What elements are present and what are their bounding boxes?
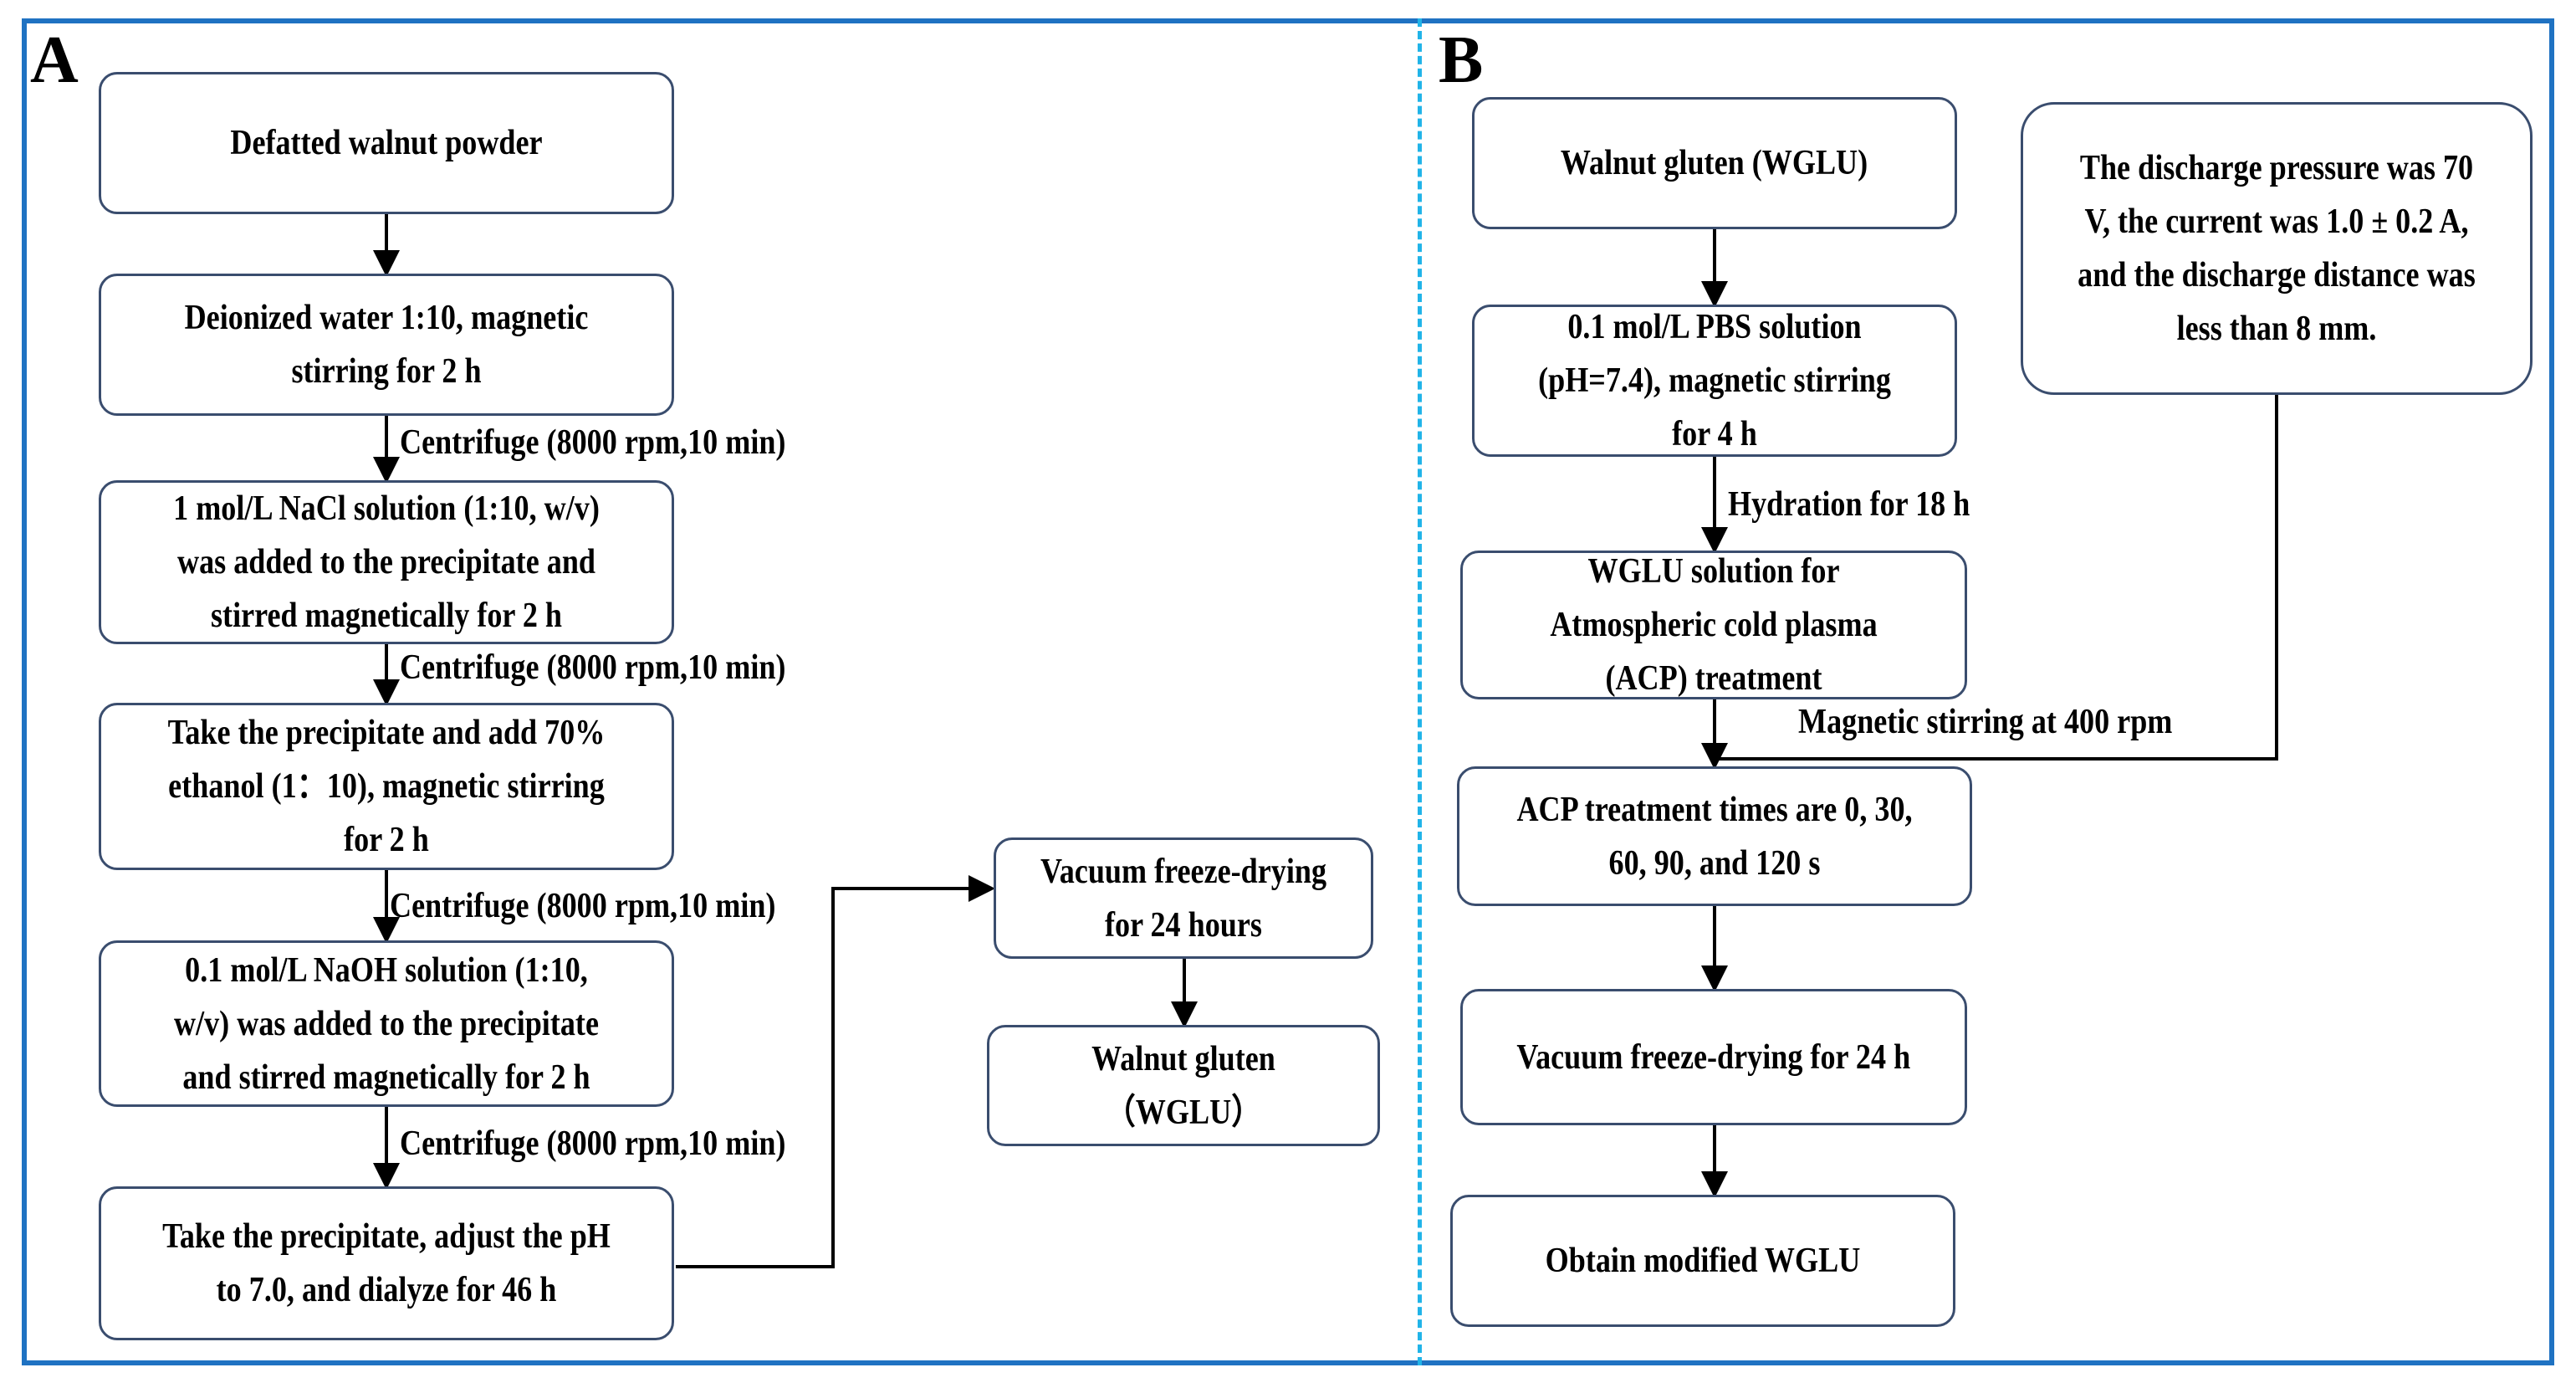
arrow-b-side (1715, 395, 2278, 761)
step-pbs-solution: 0.1 mol/L PBS solution (pH=7.4), magneti… (1472, 305, 1957, 457)
step-adjust-ph-dialyze: Take the precipitate, adjust the pH to 7… (99, 1186, 674, 1340)
step-defatted-walnut-powder: Defatted walnut powder (99, 72, 674, 214)
step-walnut-gluten-result: Walnut gluten（WGLU） (987, 1025, 1380, 1146)
step-vacuum-freeze-drying-24-hours: Vacuum freeze-drying for 24 hours (994, 837, 1373, 959)
plasma-conditions-note: The discharge pressure was 70 V, the cur… (2021, 102, 2533, 395)
panel-a-letter: A (30, 23, 79, 97)
step-naoh-solution: 0.1 mol/L NaOH solution (1:10, w/v) was … (99, 940, 674, 1107)
step-ethanol: Take the precipitate and add 70% ethanol… (99, 703, 674, 870)
step-acp-treatment-solution: WGLU solution for Atmospheric cold plasm… (1460, 551, 1967, 699)
figure-frame (22, 18, 2554, 1365)
label-magnetic-stirring: Magnetic stirring at 400 rpm (1798, 703, 2173, 741)
panel-b-letter: B (1439, 23, 1484, 97)
label-centrifuge-1: Centrifuge (8000 rpm,10 min) (400, 423, 786, 462)
label-hydration: Hydration for 18 h (1728, 485, 1970, 524)
step-nacl-solution: 1 mol/L NaCl solution (1:10, w/v) was ad… (99, 480, 674, 644)
arrow-a6 (676, 875, 995, 1268)
step-acp-treatment-times: ACP treatment times are 0, 30, 60, 90, a… (1457, 766, 1972, 906)
label-centrifuge-4: Centrifuge (8000 rpm,10 min) (400, 1124, 786, 1163)
step-walnut-gluten: Walnut gluten (WGLU) (1472, 97, 1957, 229)
label-centrifuge-3: Centrifuge (8000 rpm,10 min) (390, 887, 776, 925)
step-deionized-water: Deionized water 1:10, magnetic stirring … (99, 274, 674, 416)
step-obtain-modified-wglu: Obtain modified WGLU (1450, 1195, 1955, 1327)
step-vacuum-freeze-drying-24-h: Vacuum freeze-drying for 24 h (1460, 989, 1967, 1125)
panel-divider (1418, 18, 1422, 1365)
label-centrifuge-2: Centrifuge (8000 rpm,10 min) (400, 648, 786, 687)
